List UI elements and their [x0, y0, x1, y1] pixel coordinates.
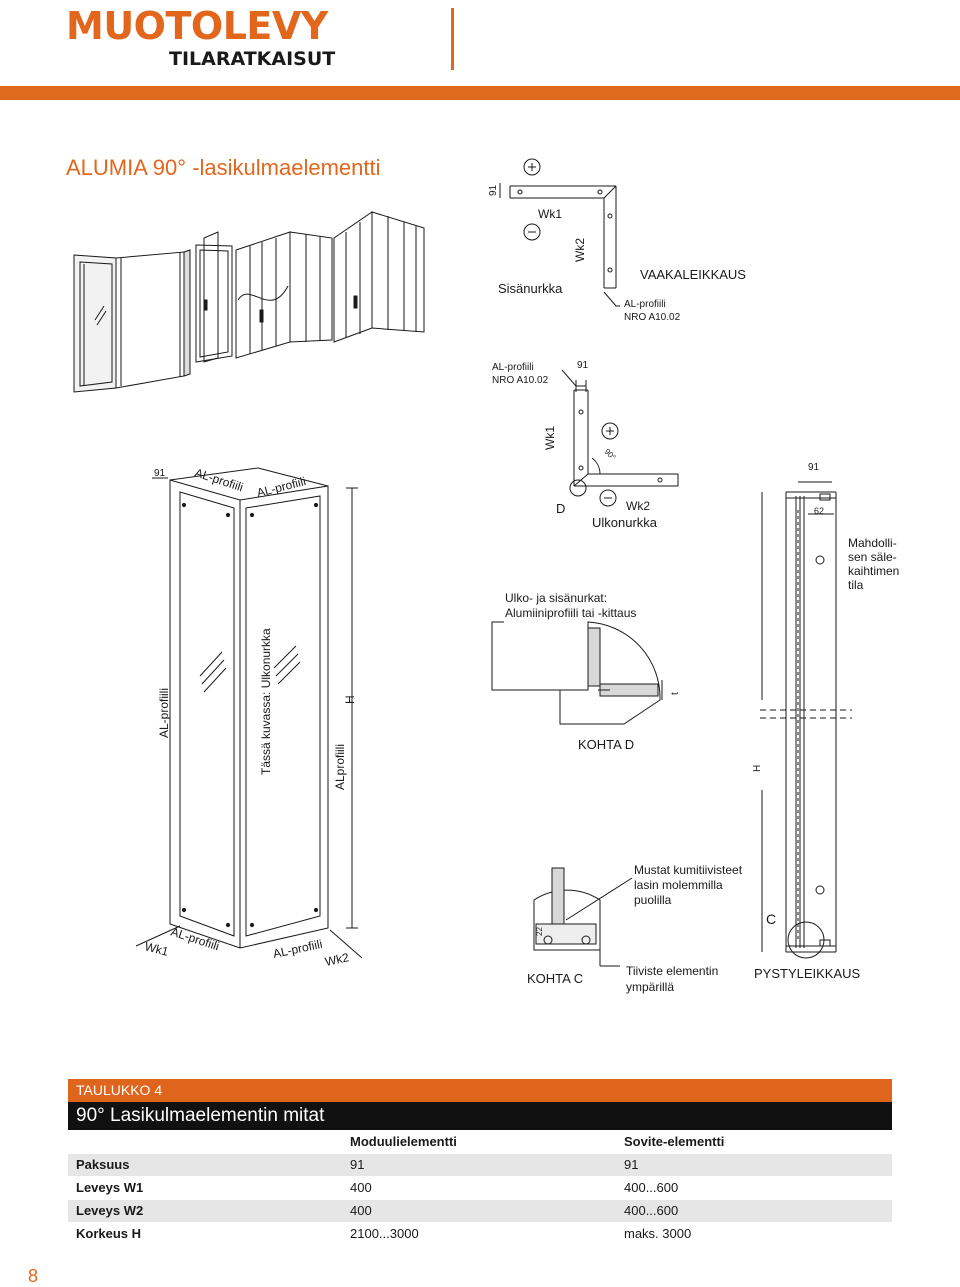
logo-divider — [451, 8, 454, 70]
label-al-left-vertical: AL-profiili — [157, 688, 171, 738]
label-sale-line2: sen säle- — [848, 550, 897, 564]
angle-90: 90° — [603, 447, 618, 462]
detail-c — [533, 867, 633, 967]
label-pystyleikkaus: PYSTYLEIKKAUS — [754, 966, 861, 981]
label-kitt-line1: Ulko- ja sisänurkat: — [505, 591, 607, 605]
header-cell-moduulielementti: Moduulielementti — [350, 1134, 457, 1149]
label-wk1-mid: Wk1 — [543, 426, 557, 450]
corner-element-perspective — [135, 467, 363, 959]
label-sale-line3: kaihtimen — [848, 564, 899, 578]
label-ulkonurkka: Ulkonurkka — [592, 515, 658, 530]
row-value: maks. 3000 — [624, 1226, 692, 1241]
label-wk2-top: Wk2 — [573, 238, 587, 262]
label-tiivisteet-line2: lasin molemmilla — [634, 878, 723, 892]
row-label: Leveys W1 — [76, 1180, 144, 1195]
label-tiiviste-line2: ympärillä — [626, 980, 674, 994]
label-al-bottom-left: AL-profiili — [169, 925, 221, 954]
label-h-right: H — [752, 765, 763, 772]
row-label: Leveys W2 — [76, 1203, 144, 1218]
dimensions-table: TAULUKKO 4 90° Lasikulmaelementin mitat … — [68, 1079, 892, 1245]
label-h-left: H — [343, 695, 357, 704]
brand-name: MUOTOLEVY — [66, 4, 328, 48]
elements-perspective-illustration — [73, 211, 425, 393]
label-sisanurkka: Sisänurkka — [498, 281, 563, 296]
label-al-nro-mid-line2: NRO A10.02 — [492, 375, 549, 386]
table-row: Paksuus 91 91 — [68, 1154, 892, 1176]
label-d: D — [556, 501, 565, 516]
row-value: 2100...3000 — [350, 1226, 419, 1241]
label-wk1-top: Wk1 — [538, 207, 562, 221]
row-label: Korkeus H — [76, 1226, 142, 1241]
table-row: Korkeus H 2100...3000 maks. 3000 — [68, 1223, 892, 1245]
label-al-right-vertical: ALprofiili — [333, 744, 347, 790]
label-al-nro-mid-line1: AL-profiili — [492, 362, 534, 373]
table-label: TAULUKKO 4 — [68, 1079, 892, 1102]
label-tiivisteet-line3: puolilla — [634, 893, 672, 907]
label-al-nro-line1: AL-profiili — [624, 299, 666, 310]
label-c: C — [766, 911, 776, 927]
technical-drawings: 91 Wk1 Wk2 Sisänurkka VAAKALEIKKAUS AL-p… — [73, 158, 899, 994]
header-band — [0, 86, 960, 100]
row-value: 400 — [350, 1203, 372, 1218]
label-kohta-d: KOHTA D — [578, 737, 634, 752]
row-value: 400 — [350, 1180, 372, 1195]
table-row: Leveys W2 400 400...600 — [68, 1200, 892, 1222]
label-kitt-line2: Alumiiniprofiili tai -kittaus — [505, 606, 636, 620]
row-value: 400...600 — [624, 1203, 679, 1218]
label-ulkonurkka-note: Tässä kuvassa: Ulkonurkka — [259, 628, 273, 775]
label-al-bottom-right: AL-profiili — [272, 937, 324, 961]
label-vaakaleikkaus: VAAKALEIKKAUS — [640, 267, 746, 282]
horizontal-section-inner-corner — [499, 158, 620, 307]
label-sale-line4: tila — [848, 578, 864, 592]
dim-62: 62 — [814, 506, 824, 516]
label-kohta-c: KOHTA C — [527, 971, 583, 986]
dim-91-top: 91 — [488, 184, 499, 196]
label-wk2-mid: Wk2 — [626, 499, 650, 513]
dim-91-mid: 91 — [577, 360, 589, 371]
table-caption: 90° Lasikulmaelementin mitat — [68, 1102, 892, 1130]
page-number: 8 — [28, 1266, 39, 1286]
horizontal-section-outer-corner — [561, 369, 679, 507]
dim-22: 22 — [535, 927, 544, 936]
label-wk1-bottom: Wk1 — [143, 939, 170, 958]
row-value: 91 — [350, 1157, 365, 1172]
dim-91-right: 91 — [808, 462, 820, 473]
page-title: ALUMIA 90° -lasikulmaelementti — [66, 155, 381, 180]
label-sale-line1: Mahdolli- — [848, 536, 897, 550]
vertical-section — [760, 481, 852, 959]
label-al-top-right: AL-profiili — [255, 474, 307, 500]
label-al-top-left: AL-profiili — [193, 466, 245, 495]
table-header-row: Moduulielementti Sovite-elementti — [68, 1131, 892, 1153]
label-tiivisteet-line1: Mustat kumitiivisteet — [634, 863, 743, 877]
header-cell-sovite-elementti: Sovite-elementti — [624, 1134, 725, 1149]
brand-subtitle: TILARATKAISUT — [169, 48, 336, 70]
row-value: 91 — [624, 1157, 639, 1172]
dim-91-left: 91 — [154, 468, 166, 479]
label-tiiviste-line1: Tiiviste elementin — [626, 964, 718, 978]
label-t: t — [670, 692, 681, 695]
detail-d — [491, 621, 663, 725]
label-al-nro-line2: NRO A10.02 — [624, 312, 681, 323]
row-value: 400...600 — [624, 1180, 679, 1195]
row-label: Paksuus — [76, 1157, 130, 1172]
table-row: Leveys W1 400 400...600 — [68, 1177, 892, 1199]
label-wk2-bottom: Wk2 — [324, 950, 351, 969]
